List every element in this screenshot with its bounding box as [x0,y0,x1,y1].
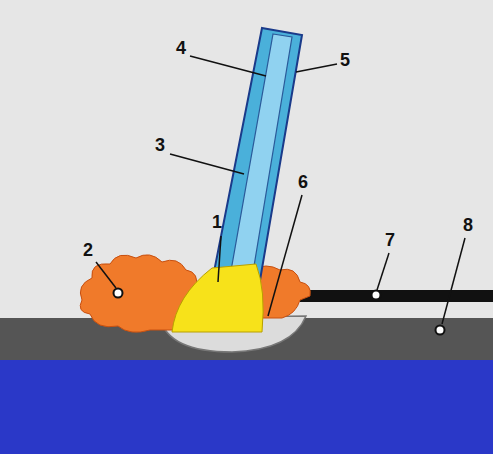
callout-dots [114,289,445,335]
callout-number: 4 [176,38,186,58]
leader-lines [96,56,465,324]
callout-number: 1 [212,212,222,232]
callout-number: 5 [340,50,350,70]
callout-number: 7 [385,230,395,250]
callout-number: 6 [298,172,308,192]
electrode-core [229,34,292,284]
electrode-coating [211,28,302,292]
callout-number: 3 [155,135,165,155]
electric-arc [172,264,263,332]
backing [0,360,493,454]
slag-layer [300,290,493,302]
callout-number: 8 [463,215,473,235]
callout-number: 2 [83,240,93,260]
